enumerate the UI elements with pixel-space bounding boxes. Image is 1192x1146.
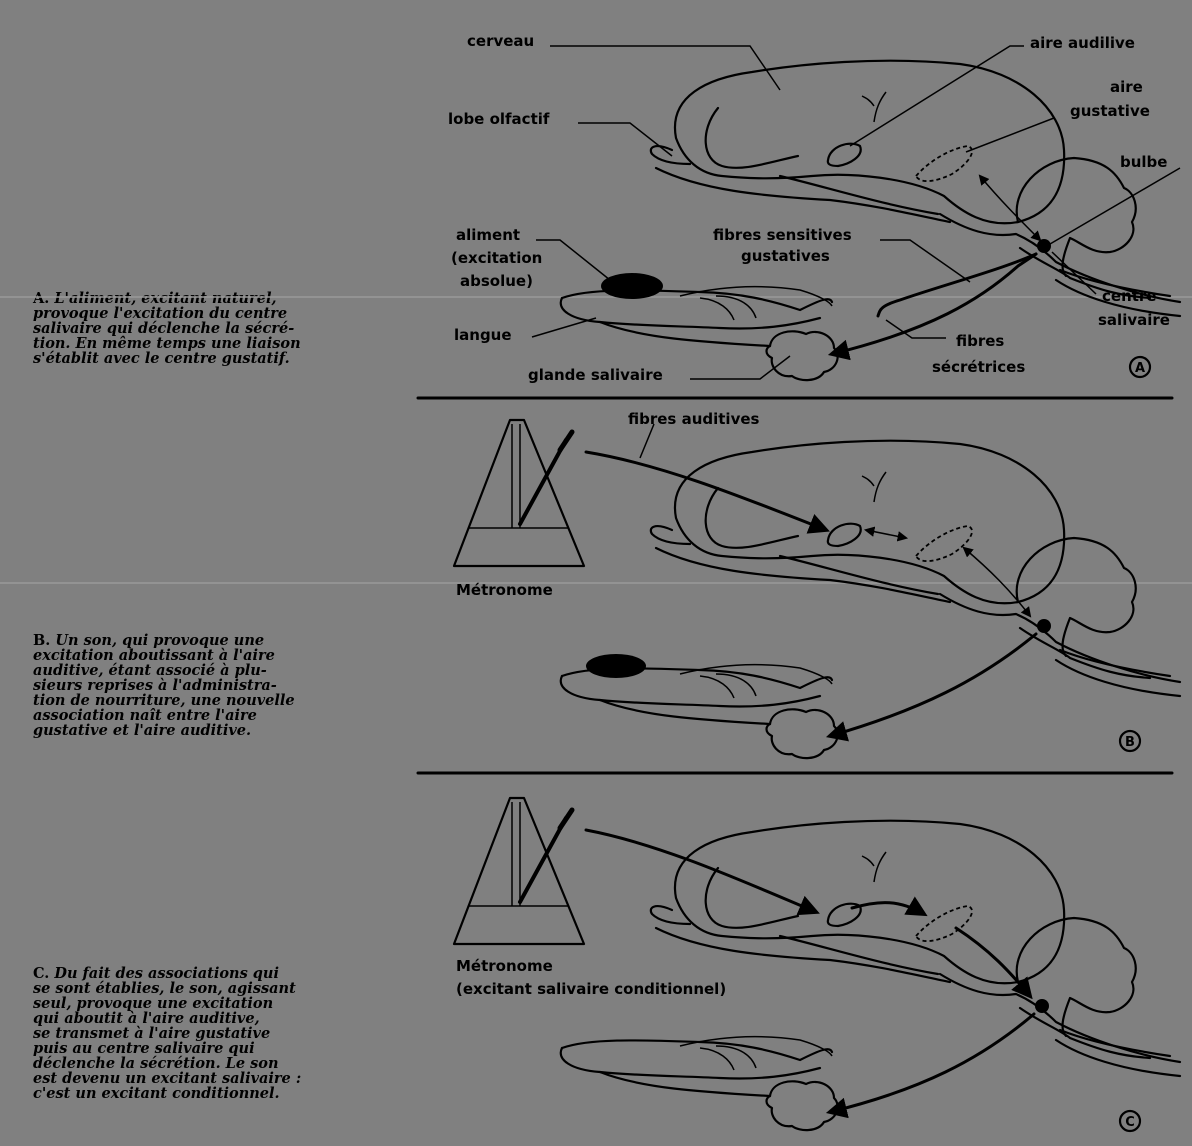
label-glande-salivaire: glande salivaire (528, 366, 663, 384)
tongue-drawing (561, 665, 838, 758)
label-centre-salivaire-2: salivaire (1098, 311, 1170, 329)
salivary-centre-dot (1037, 239, 1051, 253)
panel-b: fibres auditives Métronome B (454, 410, 1180, 758)
auditory-fibre (586, 830, 816, 912)
association-arrow (866, 530, 906, 538)
metronome-drawing (454, 420, 584, 566)
label-aliment-1: aliment (456, 226, 520, 244)
label-aliment-3: absolue) (460, 272, 533, 290)
panel-mark-b: B (1125, 735, 1135, 750)
gustative-to-centre-arrow (956, 928, 1030, 996)
label-metronome-c2: (excitant salivaire conditionnel) (456, 980, 726, 998)
food-morsel (586, 654, 646, 678)
label-centre-salivaire-1: centre (1102, 287, 1157, 305)
metronome-drawing (454, 798, 584, 944)
label-fibres-secretrices-2: sécrétrices (932, 358, 1025, 376)
label-fibres-auditives: fibres auditives (628, 410, 760, 428)
label-aire-auditive: aire audilive (1030, 34, 1135, 52)
secretory-fibre (830, 634, 1036, 736)
association-arrow (852, 903, 924, 914)
label-fibres-sensitives-2: gustatives (741, 247, 830, 265)
panel-mark-c: C (1125, 1115, 1135, 1130)
panel-a: cerveau aire audilive aire gustative lob… (448, 32, 1180, 384)
secretory-fibre (830, 1014, 1034, 1112)
label-bulbe: bulbe (1120, 153, 1167, 171)
food-morsel (601, 273, 663, 299)
label-langue: langue (454, 326, 512, 344)
label-fibres-sensitives-1: fibres sensitives (713, 226, 852, 244)
label-aire-gustative-2: gustative (1070, 102, 1150, 120)
panel-c: Métronome (excitant salivaire conditionn… (454, 798, 1180, 1131)
label-cerveau: cerveau (467, 32, 534, 50)
gustative-link-arrow (980, 176, 1040, 240)
gustative-link-arrow (964, 548, 1030, 616)
panel-mark-a: A (1135, 361, 1145, 376)
label-aliment-2: (excitation (451, 249, 542, 267)
label-aire-gustative-1: aire (1110, 78, 1143, 96)
label-fibres-secretrices-1: fibres (956, 332, 1004, 350)
label-metronome: Métronome (456, 581, 553, 599)
sensory-fibre (878, 254, 1036, 316)
salivary-centre-dot (1037, 619, 1051, 633)
label-metronome-c1: Métronome (456, 957, 553, 975)
salivary-centre-dot (1035, 999, 1049, 1013)
label-lobe-olfactif: lobe olfactif (448, 110, 550, 128)
brain-drawing (651, 61, 1180, 316)
tongue-drawing (561, 1037, 838, 1130)
secretory-fibre (832, 254, 1036, 354)
brain-drawing (651, 441, 1180, 696)
